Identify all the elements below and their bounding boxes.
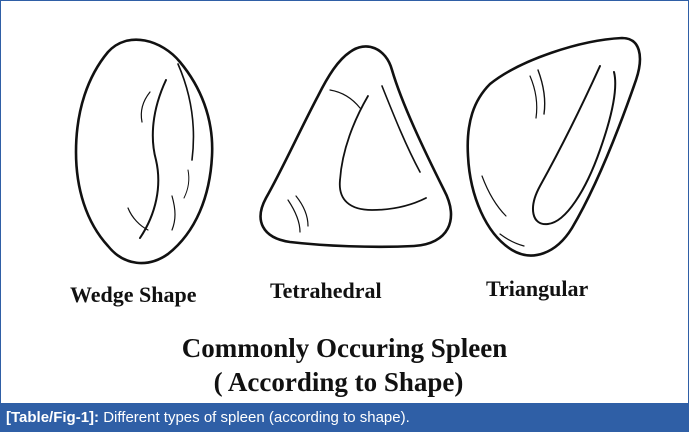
- triangular-spleen-drawing: [468, 38, 640, 255]
- caption-text: Different types of spleen (according to …: [99, 409, 410, 426]
- shape-label-triangular: Triangular: [486, 276, 588, 302]
- figure-title-line-1: Commonly Occuring Spleen: [0, 332, 689, 364]
- tetrahedral-spleen-drawing: [261, 46, 451, 246]
- caption-reference: [Table/Fig-1]:: [6, 409, 99, 426]
- figure-caption: [Table/Fig-1]: Different types of spleen…: [0, 403, 689, 432]
- shape-label-wedge: Wedge Shape: [70, 282, 197, 308]
- shape-label-tetrahedral: Tetrahedral: [270, 278, 382, 304]
- wedge-spleen-drawing: [76, 40, 212, 263]
- figure-title-line-2: ( According to Shape): [0, 366, 683, 398]
